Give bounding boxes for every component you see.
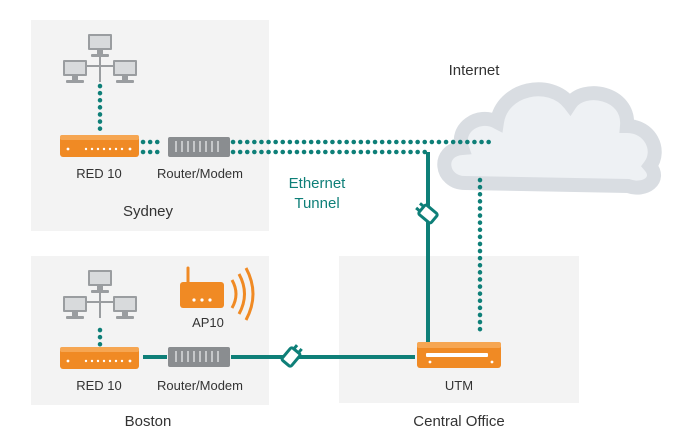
sydney-site-label: Sydney bbox=[123, 203, 174, 220]
boston-ap-label: AP10 bbox=[192, 315, 224, 330]
internet-label: Internet bbox=[449, 62, 501, 79]
sydney-router-label: Router/Modem bbox=[157, 166, 243, 181]
router-modem-icon bbox=[168, 137, 230, 157]
utm-label: UTM bbox=[445, 378, 473, 393]
boston-site-label: Boston bbox=[125, 413, 172, 430]
boston-panel bbox=[31, 256, 269, 405]
sydney-panel bbox=[31, 20, 269, 231]
red-device-icon bbox=[60, 135, 139, 157]
internet-paths bbox=[97, 83, 493, 349]
sydney-red-label: RED 10 bbox=[76, 166, 122, 181]
boston-router-label: Router/Modem bbox=[157, 378, 243, 393]
cloud-icon bbox=[437, 82, 662, 195]
sydney-computers bbox=[63, 34, 137, 83]
boston-red-label: RED 10 bbox=[76, 378, 122, 393]
plug-connector-icon bbox=[280, 344, 303, 368]
red-device-icon bbox=[60, 347, 139, 369]
plug-connector-icon bbox=[415, 202, 439, 225]
utm-device-icon bbox=[417, 342, 501, 368]
boston-computers bbox=[63, 270, 137, 319]
access-point-icon bbox=[180, 266, 255, 321]
central-office-panel bbox=[339, 256, 579, 403]
tunnel-label-line1: Ethernet bbox=[289, 175, 347, 192]
tunnel-lines bbox=[143, 152, 430, 359]
router-modem-icon bbox=[168, 347, 230, 367]
central-office-label: Central Office bbox=[413, 413, 504, 430]
tunnel-label-line2: Tunnel bbox=[294, 195, 339, 212]
